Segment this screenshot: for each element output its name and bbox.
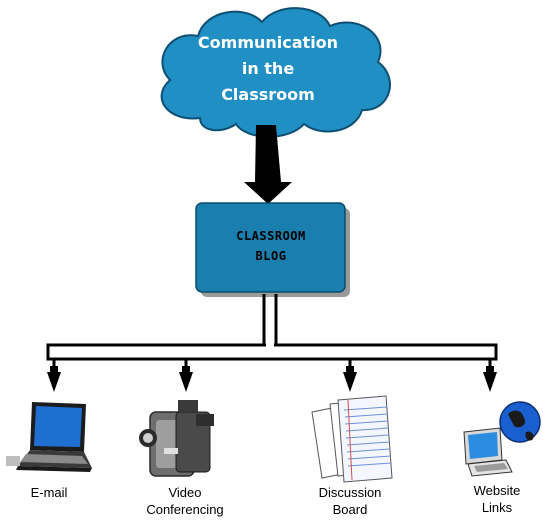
papers-icon: [311, 395, 393, 483]
label-discussion-line-2: Board: [332, 502, 368, 517]
arrow-video: [179, 372, 193, 392]
cloud-line-2: in the: [241, 59, 295, 78]
blog-box: [195, 202, 350, 297]
blog-title: CLASSROOM BLOG: [197, 226, 345, 266]
label-discussion-board: Discussion Board: [300, 484, 400, 518]
arrow-website: [483, 372, 497, 392]
label-video-line-1: Video: [168, 485, 202, 500]
video-camera-icon: [139, 400, 214, 477]
cloud-to-blog-arrow: [244, 125, 292, 204]
blog-line-1: CLASSROOM: [236, 229, 306, 243]
cloud-line-1: Communication: [197, 33, 339, 52]
cloud-shape: [160, 7, 391, 138]
globe-computer-icon: [463, 401, 541, 477]
blog-line-2: BLOG: [255, 249, 287, 263]
arrow-email: [47, 372, 61, 392]
label-email-line-1: E-mail: [30, 485, 68, 500]
label-video-conferencing: Video Conferencing: [130, 484, 240, 518]
label-website-line-1: Website: [473, 483, 521, 498]
cloud-line-3: Classroom: [221, 85, 315, 104]
cloud-title: Communication in the Classroom: [178, 30, 358, 108]
label-discussion-line-1: Discussion: [318, 485, 382, 500]
laptop-icon: [6, 402, 92, 472]
connector-lines: [46, 294, 498, 372]
drop-arrows: [47, 366, 497, 392]
label-video-line-2: Conferencing: [146, 502, 224, 517]
label-email: E-mail: [14, 484, 84, 501]
label-website-links: Website Links: [452, 482, 542, 516]
label-website-line-2: Links: [481, 500, 513, 515]
arrow-discussion: [343, 372, 357, 392]
